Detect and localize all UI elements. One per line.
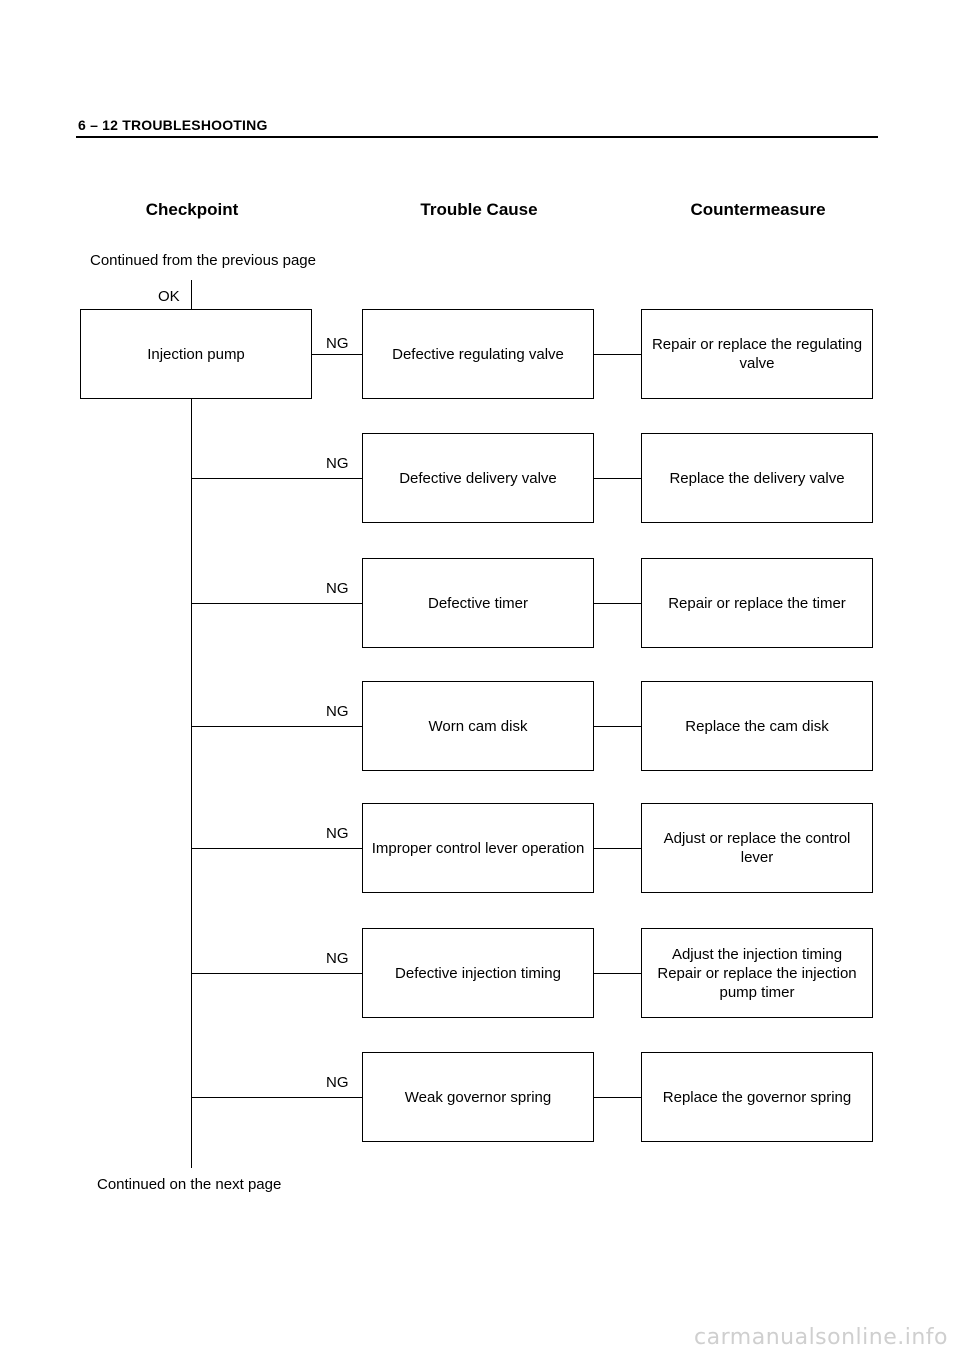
countermeasure-connector-line (594, 848, 642, 849)
column-heading-checkpoint: Checkpoint (145, 200, 239, 219)
countermeasure-connector-line (594, 478, 642, 479)
countermeasure-connector-line (594, 354, 642, 355)
ng-connector-line (191, 1097, 363, 1098)
countermeasure-connector-line (594, 603, 642, 604)
trouble-cause-label: Defective timer (427, 594, 529, 612)
countermeasure-connector-line (594, 726, 642, 727)
ng-label: NG (326, 825, 349, 842)
ng-connector-line (191, 973, 363, 974)
column-heading-trouble-cause: Trouble Cause (420, 200, 538, 219)
header-divider (76, 136, 878, 138)
ng-spine-line (191, 398, 192, 1168)
watermark: carmanualsonline.info (694, 1325, 948, 1350)
trouble-cause-label: Weak governor spring (404, 1088, 552, 1106)
countermeasure-label: Replace the governor spring (662, 1088, 852, 1106)
trouble-cause-label: Defective regulating valve (392, 345, 564, 363)
checkpoint-label: Injection pump (147, 345, 245, 363)
trouble-cause-label: Improper control lever operation (371, 839, 585, 857)
countermeasure-label: Repair or replace the regulating valve (651, 336, 863, 372)
ng-label: NG (326, 1074, 349, 1091)
countermeasure-label: Replace the delivery valve (669, 469, 845, 487)
countermeasure-box: Replace the governor spring (641, 1052, 873, 1142)
countermeasure-box: Adjust or replace the control lever (641, 803, 873, 893)
countermeasure-box: Repair or replace the timer (641, 558, 873, 648)
countermeasure-box: Replace the cam disk (641, 681, 873, 771)
ng-connector-line (312, 354, 363, 355)
continued-from-note: Continued from the previous page (90, 252, 316, 269)
trouble-cause-box: Defective regulating valve (362, 309, 594, 399)
ng-connector-line (191, 848, 363, 849)
trouble-cause-label: Defective delivery valve (399, 469, 557, 487)
checkpoint-box-injection-pump: Injection pump (80, 309, 312, 399)
countermeasure-label: Replace the cam disk (685, 717, 829, 735)
ng-label: NG (326, 950, 349, 967)
countermeasure-connector-line (594, 973, 642, 974)
countermeasure-box: Adjust the injection timing Repair or re… (641, 928, 873, 1018)
trouble-cause-box: Improper control lever operation (362, 803, 594, 893)
trouble-cause-box: Defective injection timing (362, 928, 594, 1018)
trouble-cause-box: Defective timer (362, 558, 594, 648)
trouble-cause-label: Worn cam disk (428, 717, 528, 735)
trouble-cause-box: Defective delivery valve (362, 433, 594, 523)
trouble-cause-box: Weak governor spring (362, 1052, 594, 1142)
ng-connector-line (191, 603, 363, 604)
countermeasure-label: Adjust the injection timing Repair or re… (657, 945, 857, 1001)
ng-label: NG (326, 335, 349, 352)
page-header-title: 6 – 12 TROUBLESHOOTING (78, 117, 268, 133)
ng-label: NG (326, 580, 349, 597)
ok-label: OK (158, 288, 180, 305)
countermeasure-label: Repair or replace the timer (668, 594, 846, 612)
ng-label: NG (326, 455, 349, 472)
ng-connector-line (191, 726, 363, 727)
countermeasure-connector-line (594, 1097, 642, 1098)
countermeasure-box: Replace the delivery valve (641, 433, 873, 523)
column-heading-countermeasure: Countermeasure (690, 200, 826, 219)
ng-connector-line (191, 478, 363, 479)
ok-connector (191, 280, 192, 309)
trouble-cause-label: Defective injection timing (395, 964, 561, 982)
ng-label: NG (326, 703, 349, 720)
trouble-cause-box: Worn cam disk (362, 681, 594, 771)
continued-on-note: Continued on the next page (97, 1176, 282, 1193)
countermeasure-label: Adjust or replace the control lever (663, 830, 851, 866)
countermeasure-box: Repair or replace the regulating valve (641, 309, 873, 399)
